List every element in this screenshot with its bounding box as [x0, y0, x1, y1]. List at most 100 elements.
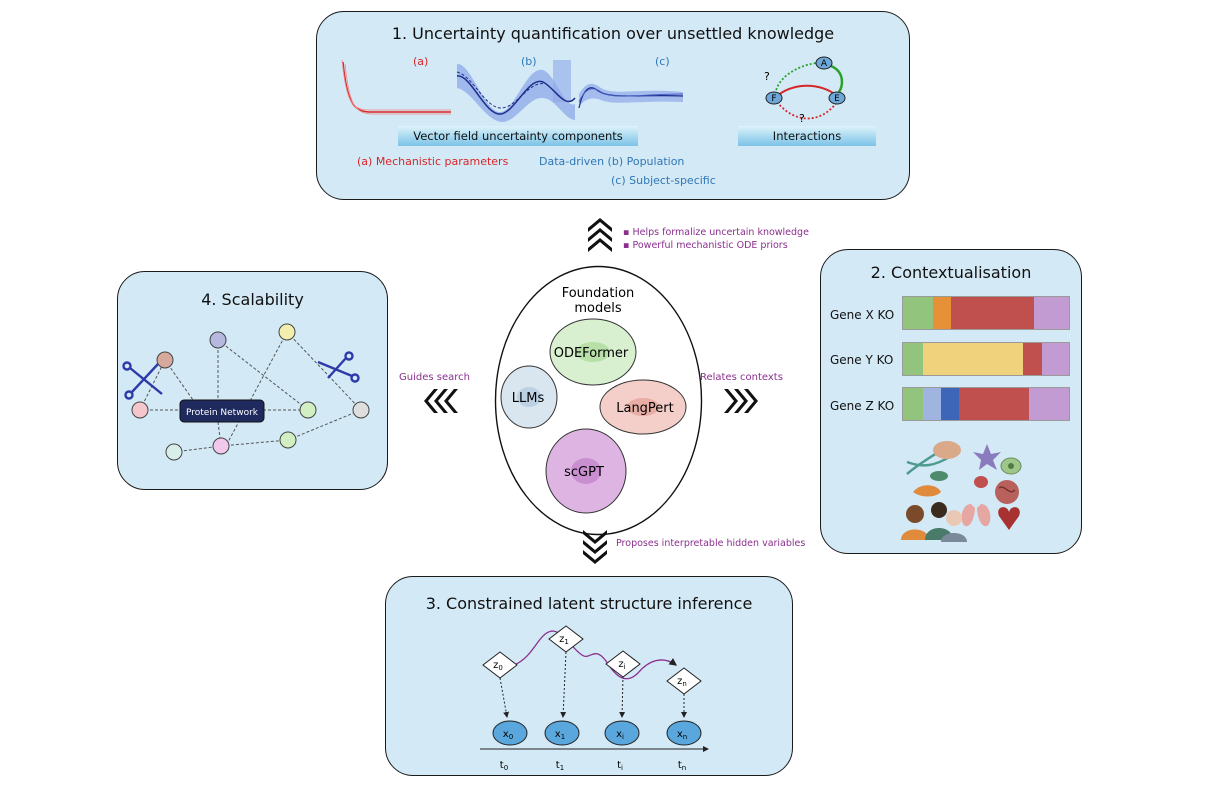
gene-segment: [903, 343, 923, 375]
latent-label: z: [493, 660, 498, 671]
svg-text:ODEFormer: ODEFormer: [554, 346, 629, 361]
panel-title: 2. Contextualisation: [870, 263, 1032, 282]
left-note: Guides search: [399, 372, 470, 383]
svg-text:A: A: [821, 59, 828, 69]
legend-mechanistic: (a) Mechanistic parameters: [357, 155, 509, 168]
panel-latent-inference: 3. Constrained latent structure inferenc…: [385, 576, 793, 776]
network-node: [279, 431, 297, 449]
svg-text:z0: z0: [493, 660, 503, 672]
svg-text:Foundation: Foundation: [562, 286, 635, 301]
plot-c-label: (c): [655, 55, 670, 68]
latent-node: [548, 625, 584, 653]
gene-segment: [941, 388, 960, 420]
interactions-label: Interactions: [738, 126, 876, 146]
gene-segment: [932, 297, 952, 329]
gene-bar: [902, 342, 1070, 376]
scissors-icon: [122, 361, 163, 400]
svg-text:LangPert: LangPert: [616, 401, 674, 416]
vector-field-label: Vector field uncertainty components: [398, 126, 638, 146]
gene-bar: [902, 296, 1070, 330]
plot-b-label: (b): [521, 55, 537, 68]
svg-text:zi: zi: [618, 659, 625, 671]
cell-icon-2: [974, 476, 988, 488]
network-node: [209, 331, 227, 349]
latent-node: [482, 651, 518, 679]
down-chevrons-icon: [583, 530, 607, 564]
gene-segment: [922, 343, 1023, 375]
network-node: [212, 437, 230, 455]
biology-illustration: [901, 441, 1022, 542]
svg-text:LLMs: LLMs: [512, 391, 545, 406]
svg-text:tn: tn: [678, 760, 686, 772]
network-node: [156, 351, 174, 369]
svg-text:x1: x1: [555, 729, 565, 741]
network-node: [352, 401, 370, 419]
plot-b-band: [457, 63, 575, 123]
panel-contextualisation: 2. Contextualisation Gene X KO Gene Y KO…: [820, 249, 1082, 554]
foundation-ellipse: Foundation models ODEFormer LLMs LangPer…: [494, 265, 703, 536]
person-icon: [946, 510, 962, 526]
neuron-icon: [973, 444, 1001, 470]
node-a: [815, 56, 833, 70]
legend-data-driven: Data-driven (b) Population: [539, 155, 685, 168]
gene-label: Gene Y KO: [830, 353, 894, 367]
right-chevrons-icon: [724, 389, 758, 413]
panel-uncertainty: 1. Uncertainty quantification over unset…: [316, 11, 910, 200]
heart-icon: [998, 507, 1020, 530]
network-node: [131, 401, 149, 419]
scissors-icon: [317, 351, 360, 383]
latent-path: [513, 630, 678, 680]
latent-label: z: [559, 634, 564, 645]
gene-segment: [1034, 297, 1069, 329]
latent-node: [666, 667, 702, 695]
protein-network: Protein Network: [122, 323, 370, 461]
svg-text:models: models: [574, 301, 621, 316]
gene-segment: [903, 388, 923, 420]
right-note: Relates contexts: [700, 372, 783, 383]
plot-b-curve: [456, 75, 576, 115]
panel-title: 3. Constrained latent structure inferenc…: [425, 594, 753, 613]
brain-icon: [995, 480, 1019, 504]
node-f: [765, 91, 783, 105]
svg-text:z1: z1: [559, 634, 569, 646]
plot-a-label: (a): [413, 55, 428, 68]
observation-label: x: [555, 729, 561, 740]
svg-text:?: ?: [799, 112, 805, 124]
network-node: [299, 401, 317, 419]
panel-title: 4. Scalability: [201, 290, 304, 309]
time-label: t: [556, 760, 560, 771]
svg-text:F: F: [771, 94, 776, 104]
svg-text:t1: t1: [556, 760, 564, 772]
gene-label: Gene Z KO: [830, 399, 895, 413]
node-e: [828, 91, 846, 105]
latent-label: z: [618, 659, 623, 670]
time-label: t: [678, 760, 682, 771]
svg-text:xi: xi: [616, 729, 624, 741]
observation-label: x: [616, 729, 622, 740]
observation-label: x: [503, 729, 509, 740]
latent-label: z: [677, 676, 682, 687]
svg-text:?: ?: [764, 70, 770, 83]
interaction-graph: A F E ? ?: [764, 56, 846, 124]
network-node: [165, 443, 183, 461]
svg-text:Protein Network: Protein Network: [186, 408, 259, 418]
svg-text:xn: xn: [677, 729, 687, 741]
gene-label: Gene X KO: [830, 308, 895, 322]
network-node: [278, 323, 296, 341]
latent-node: [605, 650, 641, 678]
gene-segment: [951, 297, 1035, 329]
time-label: t: [500, 760, 504, 771]
gene-segment: [1029, 388, 1069, 420]
uncertainty-plots: (a) (b) (c): [341, 55, 684, 123]
svg-text:E: E: [834, 94, 840, 104]
panel-title: 1. Uncertainty quantification over unset…: [391, 24, 835, 43]
gene-segment: [959, 388, 1030, 420]
person-icon: [906, 505, 924, 523]
svg-text:x0: x0: [503, 729, 513, 741]
up-note-1: ▪ Helps formalize uncertain knowledge: [623, 227, 809, 238]
up-chevrons-icon: [588, 218, 612, 252]
svg-text:scGPT: scGPT: [564, 465, 604, 480]
svg-text:t0: t0: [500, 760, 508, 772]
foundation-models: Foundation models ODEFormer LLMs LangPer…: [494, 265, 703, 536]
observation-node: [544, 720, 580, 746]
